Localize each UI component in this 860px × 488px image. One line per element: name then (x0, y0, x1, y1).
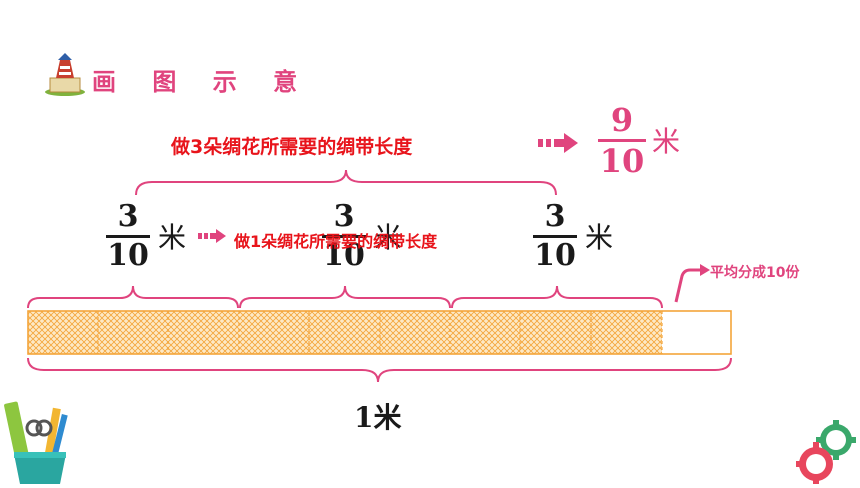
total-fraction: 9 10 (598, 104, 646, 177)
part-brace-1 (27, 285, 239, 309)
part-brace-2 (239, 285, 451, 309)
total-fraction-denominator: 10 (599, 142, 645, 180)
whole-length-label: 1米 (354, 401, 402, 434)
lighthouse-icon (44, 52, 86, 96)
pencil-cup-icon (4, 398, 74, 484)
segment-dividers (97, 311, 663, 354)
part-length-label: 做1朵绸花所需要的绸带长度 (234, 232, 438, 251)
total-length-label: 做3朵绸花所需要的绸带长度 (171, 136, 413, 158)
bent-arrow-icon (674, 268, 702, 303)
page-title: 画 图 示 意 (92, 68, 312, 96)
part-fraction-1: 3 10 (106, 199, 150, 273)
part-unit-3: 米 (585, 221, 614, 254)
whole-brace (27, 357, 732, 383)
part-unit-1: 米 (158, 221, 187, 254)
arrow-right-icon (538, 132, 580, 154)
shaded-part (28, 311, 662, 354)
gear-math-icon (796, 420, 860, 484)
part-fraction-3: 3 10 (533, 199, 577, 273)
total-brace (135, 169, 557, 196)
total-fraction-numerator: 9 (610, 101, 634, 139)
part-fraction-2: 3 10 (322, 199, 366, 273)
total-unit: 米 (652, 125, 681, 158)
divide-note: 平均分成10份 (710, 265, 800, 281)
part-unit-2: 米 (374, 221, 403, 254)
arrow-right-icon (198, 229, 226, 243)
part-brace-3 (451, 285, 663, 309)
